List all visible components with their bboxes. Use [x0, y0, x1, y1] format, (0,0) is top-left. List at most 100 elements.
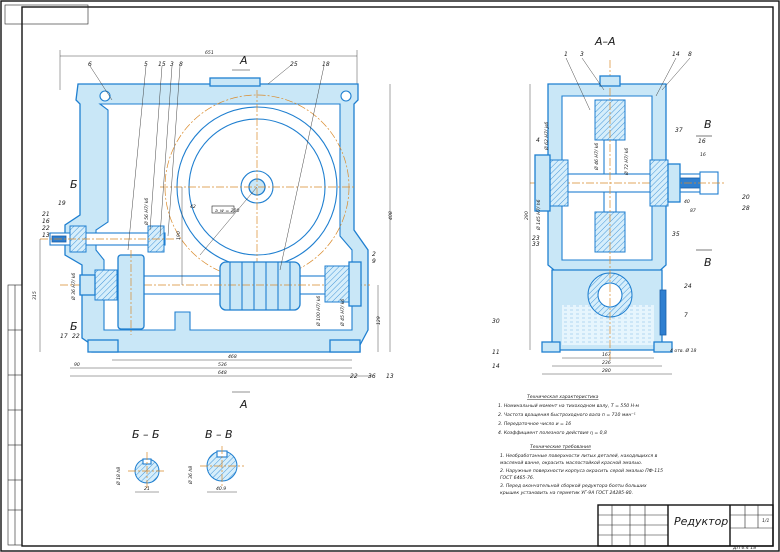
- bb-dim-2: 21: [144, 486, 150, 492]
- dim-height: 408: [388, 211, 394, 220]
- vv-dim-2: 40.9: [216, 486, 226, 492]
- svg-text:16: 16: [42, 218, 50, 225]
- tech-char-heading: Техническая характеристика: [527, 394, 599, 400]
- svg-text:24: 24: [684, 283, 692, 290]
- aa-foot-right: [653, 341, 673, 353]
- svg-text:крышек установить на герметик: крышек установить на герметик УГ-9А ГОСТ…: [500, 490, 633, 496]
- tolerance-3: Ø 100 Н7/ k6: [315, 296, 322, 327]
- aa-tolerance-1: Ø 62 Н7/ js6: [543, 122, 550, 151]
- foot-left: [87, 339, 119, 353]
- aa-vent: [599, 75, 621, 87]
- svg-text:5: 5: [144, 61, 148, 68]
- aa-tolerance-2: Ø 145 Н7/ h6: [535, 199, 542, 231]
- aa-cover-right: [667, 163, 681, 203]
- section-vv: В – В Ø 36 h8 40.9: [187, 428, 244, 493]
- cut-a-top: А: [239, 54, 248, 67]
- aa-bearing-left: [549, 159, 569, 207]
- dim-width-3: 648: [218, 370, 227, 376]
- worm-threads: [229, 262, 291, 310]
- aa-dim-height: 290: [524, 211, 530, 220]
- section-aa-view: А–А 167 236 28: [492, 35, 750, 375]
- tolerance-2: Ø 56 Н7/ k6: [143, 198, 150, 226]
- worm-body: [219, 261, 301, 311]
- top-left-stamp: [4, 4, 89, 25]
- svg-text:22: 22: [72, 333, 80, 340]
- svg-text:14: 14: [492, 363, 500, 370]
- svg-text:2. Частота вращения быстроходн: 2. Частота вращения быстроходного вала п…: [498, 412, 636, 418]
- svg-text:ГОСТ 6465-76.: ГОСТ 6465-76.: [500, 475, 534, 481]
- svg-text:23: 23: [532, 235, 540, 242]
- cut-a-bottom: А: [239, 398, 248, 411]
- svg-text:15: 15: [158, 61, 166, 68]
- svg-text:3. Перед окончательной сборкой: 3. Перед окончательной сборкой редуктора…: [500, 483, 647, 489]
- svg-text:2: 2: [372, 251, 376, 258]
- svg-text:33: 33: [532, 241, 540, 248]
- corner-label: ДП 6.4 18: [732, 545, 756, 551]
- aa-tolerance-4: Ø 72 Н7/ k6: [623, 148, 630, 176]
- aa-cover-left: [534, 154, 551, 212]
- svg-text:9: 9: [372, 258, 376, 265]
- front-view: 651: [32, 50, 394, 411]
- section-bb-title: Б – Б: [132, 428, 160, 441]
- cut-v-top: В: [704, 118, 712, 131]
- section-bb: Б – Б Ø 18 h8 21: [115, 428, 166, 493]
- vv-dim-1: Ø 36 h8: [187, 466, 194, 485]
- svg-text:8: 8: [688, 51, 692, 58]
- tech-requirements: Технические требования 1. Необработанные…: [500, 444, 663, 496]
- bolt-top-left: [99, 90, 111, 102]
- svg-text:22: 22: [350, 373, 358, 380]
- tech-characteristics: Техническая характеристика 1. Номинальны…: [498, 394, 640, 436]
- aa-dim-shaft: 40: [684, 199, 690, 205]
- dim-height-small: 129: [376, 316, 382, 325]
- svg-text:масляной ванне, окрасить масло: масляной ванне, окрасить маслостойкой кр…: [500, 460, 642, 466]
- tech-req-heading: Технические требования: [530, 444, 591, 450]
- dim-center-2: 42: [190, 204, 196, 210]
- svg-text:20: 20: [742, 194, 750, 201]
- svg-text:11: 11: [492, 349, 500, 356]
- cut-b-top: Б: [70, 178, 78, 191]
- left-bearing: [94, 269, 118, 301]
- foot-right: [329, 339, 361, 353]
- svg-text:13: 13: [42, 232, 50, 239]
- dim-left-height: 315: [32, 291, 38, 300]
- aa-dim-width-2: 236: [602, 360, 611, 366]
- svg-text:3: 3: [170, 61, 174, 68]
- svg-text:1. Необработанные поверхности: 1. Необработанные поверхности литых дета…: [500, 453, 658, 459]
- bb-dim-1: Ø 18 h8: [115, 467, 122, 486]
- svg-text:22: 22: [42, 225, 50, 232]
- dim-aw: а_w = 200: [215, 208, 239, 214]
- aa-callouts: 1 3 14 8 37 16 4 23 33 28 20 35 24 7 11 …: [492, 51, 750, 370]
- svg-text:35: 35: [672, 231, 680, 238]
- svg-text:4: 4: [536, 137, 540, 144]
- svg-text:1: 1: [564, 51, 568, 58]
- aa-dim-holes: 4 отв. Ø 18: [670, 347, 696, 354]
- dim-center-1: 190: [176, 231, 182, 240]
- cut-v-bottom: В: [704, 256, 712, 269]
- svg-text:25: 25: [290, 61, 298, 68]
- svg-text:1. Номинальный момент на тихох: 1. Номинальный момент на тихоходном валу…: [498, 403, 640, 409]
- svg-text:18: 18: [322, 61, 330, 68]
- svg-text:28: 28: [742, 205, 750, 212]
- section-vv-title: В – В: [205, 428, 233, 441]
- oil-gauge: [659, 289, 667, 336]
- svg-text:30: 30: [492, 318, 500, 325]
- right-bearing: [324, 265, 350, 303]
- title-block-sheet: 1/1: [762, 518, 769, 524]
- aa-dim-width-3: 280: [602, 368, 611, 374]
- vent-plug: [209, 77, 261, 87]
- tolerance-4: Ø 45 Н7/ k6: [339, 299, 346, 327]
- front-callouts: 6 5 15 3 8 25 18 21 16 22 13 19 17 22 2 …: [42, 61, 394, 380]
- aa-tolerance-3: Ø 46 Н7/ k6: [593, 143, 600, 171]
- right-cover: [348, 261, 362, 307]
- svg-text:14: 14: [672, 51, 680, 58]
- svg-text:17: 17: [60, 333, 68, 340]
- svg-text:37: 37: [675, 127, 683, 134]
- svg-text:7: 7: [684, 312, 688, 319]
- dim-left-1: 90: [74, 362, 80, 368]
- svg-text:19: 19: [58, 200, 66, 207]
- title-block: Редуктор 1/1: [597, 504, 774, 547]
- svg-text:3. Передаточное число и = 16: 3. Передаточное число и = 16: [498, 421, 571, 427]
- dim-width-2: 536: [218, 362, 227, 368]
